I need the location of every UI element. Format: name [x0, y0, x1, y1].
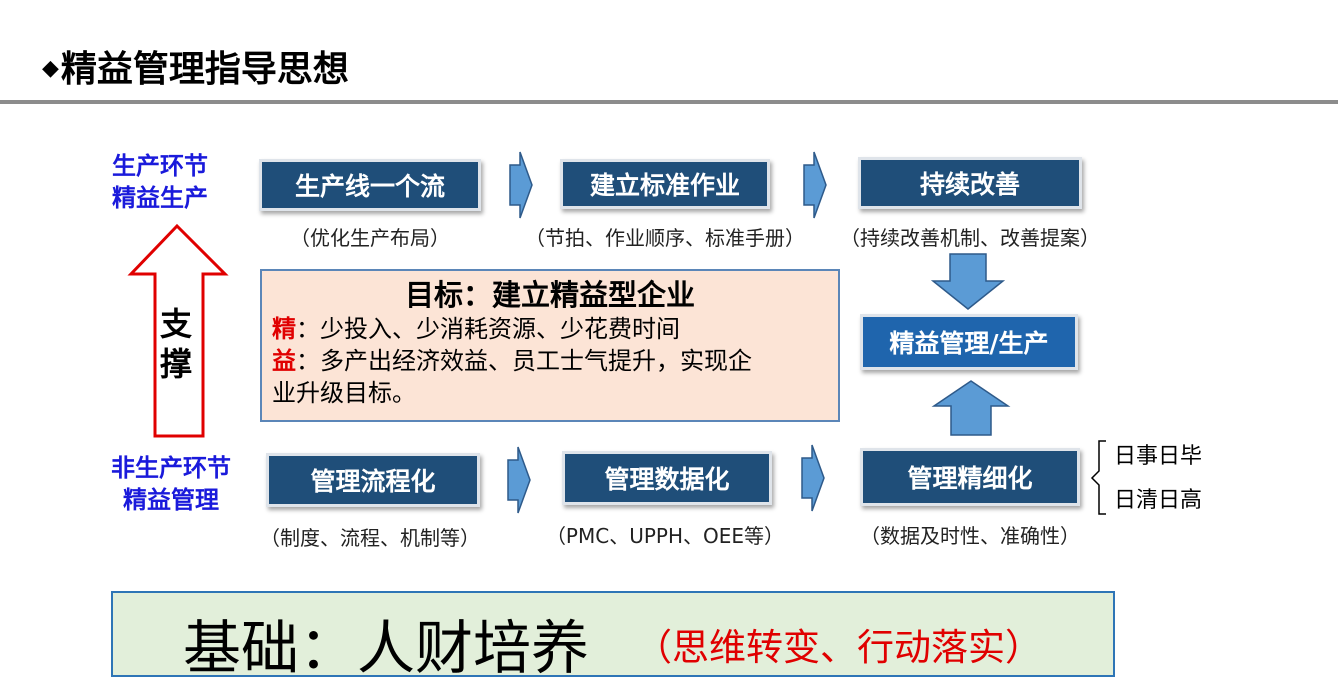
foundation-box: 基础：人财培养 （思维转变、行动落实）	[111, 591, 1115, 682]
non-production-label-line2: 精益管理	[123, 486, 219, 514]
box-process-management: 管理流程化	[266, 453, 480, 507]
sub-data-management: （PMC、UPPH、OEE等）	[545, 524, 785, 548]
goal-line-1-text: ：少投入、少消耗资源、少花费时间	[296, 315, 680, 343]
goal-line-2-text: ：多产出经济效益、员工士气提升，实现企	[296, 347, 752, 375]
goal-key-jing: 精	[272, 315, 296, 343]
right-arrow-bottom-1	[507, 446, 531, 514]
box-continuous-improvement: 持续改善	[858, 157, 1082, 209]
right-arrow-top-2	[803, 151, 827, 219]
support-arrow	[127, 223, 229, 438]
goal-line-2: 益：多产出经济效益、员工士气提升，实现企	[272, 345, 828, 377]
box-refined-management: 管理精细化	[860, 448, 1080, 506]
goal-title: 目标：建立精益型企业	[404, 278, 695, 312]
goal-key-yi: 益	[272, 347, 296, 375]
brace-item-1: 日事日毕	[1114, 444, 1203, 469]
title-bullet: ◆	[42, 56, 59, 81]
production-label: 生产环节 精益生产	[112, 150, 208, 214]
box-lean-management: 精益管理/生产	[860, 314, 1078, 370]
title-divider	[0, 100, 1338, 104]
goal-line-1: 精：少投入、少消耗资源、少花费时间	[272, 313, 828, 345]
up-arrow	[931, 380, 1011, 436]
brace-item-2: 日清日高	[1114, 488, 1203, 513]
sub-continuous-improvement: （持续改善机制、改善提案）	[840, 226, 1100, 250]
sub-standard-work: （节拍、作业顺序、标准手册）	[525, 226, 805, 250]
page-title-text: 精益管理指导思想	[60, 49, 349, 90]
right-arrow-top-1	[509, 151, 533, 219]
support-label: 支 撑	[160, 304, 192, 384]
goal-line-3: 业升级目标。	[272, 379, 416, 407]
down-arrow	[930, 253, 1006, 310]
sub-refined-management: （数据及时性、准确性）	[860, 524, 1080, 548]
foundation-sub: （思维转变、行动落实）	[635, 626, 1042, 669]
brace	[1090, 440, 1106, 515]
support-char-2: 撑	[160, 345, 193, 383]
non-production-label: 非生产环节 精益管理	[111, 452, 231, 516]
box-standard-work: 建立标准作业	[560, 159, 770, 209]
box-data-management: 管理数据化	[562, 451, 772, 505]
non-production-label-line1: 非生产环节	[111, 454, 231, 482]
right-arrow-bottom-2	[801, 444, 825, 512]
support-char-1: 支	[160, 305, 193, 343]
page-title: ◆精益管理指导思想	[42, 40, 349, 92]
production-label-line1: 生产环节	[112, 152, 208, 180]
production-label-line2: 精益生产	[112, 184, 208, 212]
sub-one-piece-flow: （优化生产布局）	[290, 226, 450, 250]
box-one-piece-flow: 生产线一个流	[259, 159, 481, 211]
sub-process-management: （制度、流程、机制等）	[260, 526, 480, 550]
goal-box: 目标：建立精益型企业 精：少投入、少消耗资源、少花费时间 益：多产出经济效益、员…	[260, 269, 840, 422]
foundation-main: 基础：人财培养	[183, 614, 590, 682]
